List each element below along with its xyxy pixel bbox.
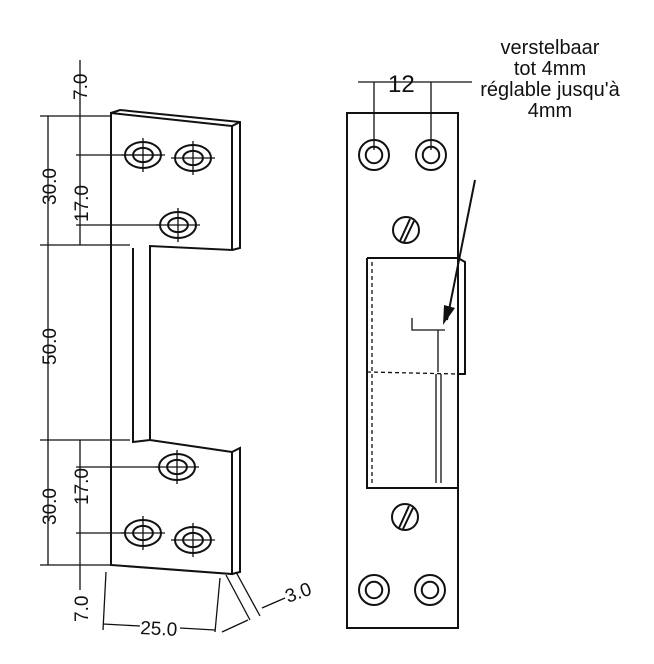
mounting-hole-icon: [358, 574, 390, 606]
mounting-hole-icon: [415, 139, 447, 171]
dim-width: 25.0: [140, 618, 178, 641]
right-holes: [358, 139, 447, 606]
dim-slot: 50.0: [40, 328, 61, 365]
note-line: tot 4mm: [513, 58, 587, 80]
right-plate-outline: [346, 81, 476, 629]
dim-hole-spacing: 12: [388, 71, 415, 98]
mounting-hole-icon: [171, 141, 215, 175]
screws: [391, 216, 420, 531]
dim-top-margin: 7.0: [71, 74, 92, 100]
screw-icon: [391, 503, 419, 531]
dim-bottom-hole-offset: 17.0: [72, 468, 93, 505]
mounting-hole-icon: [358, 139, 390, 171]
left-dimension-labels: 7.0 30.0 17.0 50.0 17.0 30.0 7.0 25.0 3.…: [40, 74, 315, 641]
dim-thickness: 3.0: [283, 579, 315, 608]
note-line: verstelbaar: [500, 37, 600, 59]
adjustment-arrow: [446, 179, 476, 321]
dim-bottom-plate: 30.0: [40, 488, 61, 525]
note-line: 4mm: [527, 100, 573, 122]
left-plate-outline: [110, 108, 241, 576]
dim-top-hole-offset: 17.0: [72, 185, 93, 222]
left-holes: [121, 138, 215, 557]
mounting-hole-icon: [156, 208, 200, 242]
dim-top-plate: 30.0: [40, 168, 61, 205]
left-dimension-lines: [40, 60, 286, 633]
dim-bottom-margin: 7.0: [72, 596, 93, 622]
screw-icon: [392, 216, 420, 244]
mounting-hole-icon: [171, 523, 215, 557]
note-line: réglable jusqu'à: [480, 79, 620, 101]
mounting-hole-icon: [121, 516, 165, 550]
mounting-hole-icon: [155, 450, 199, 484]
mounting-hole-icon: [414, 574, 446, 606]
adjustment-note: verstelbaar tot 4mm réglable jusqu'à 4mm: [440, 38, 654, 122]
